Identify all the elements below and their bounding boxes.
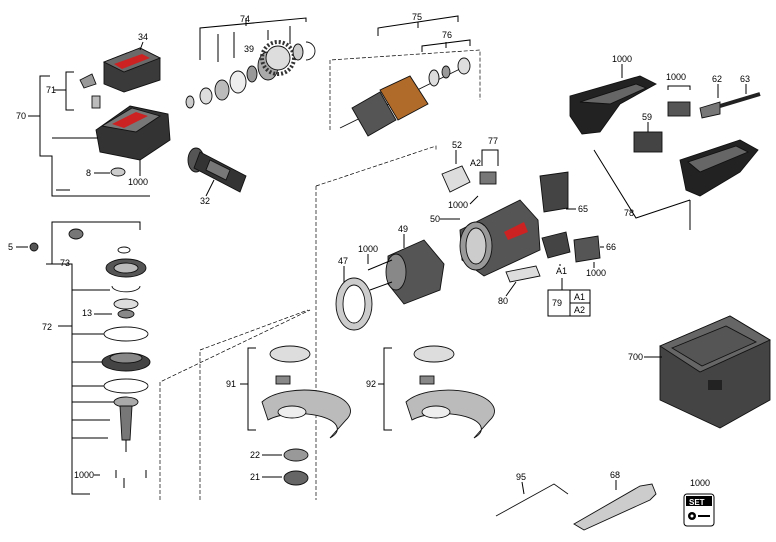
label-1000-top: 1000 [612, 54, 632, 64]
label-76: 76 [442, 30, 452, 40]
label-79: 79 [552, 298, 562, 308]
label-a2-box: A2 [574, 305, 585, 315]
label-sticker-part [505, 265, 541, 283]
label-13: 13 [82, 308, 92, 318]
label-73: 73 [60, 258, 70, 268]
label-71: 71 [46, 85, 56, 95]
label-70: 70 [16, 111, 26, 121]
label-700: 700 [628, 352, 643, 362]
label-32: 32 [200, 196, 210, 206]
label-1000-grip: 1000 [666, 72, 686, 82]
handle-housing-part [569, 75, 761, 197]
fan-baffle-part [335, 277, 373, 331]
stator-part [367, 239, 445, 305]
label-52: 52 [452, 140, 462, 150]
label-5: 5 [8, 242, 13, 252]
label-1000-brush: 1000 [586, 268, 606, 278]
label-72: 72 [42, 322, 52, 332]
set-text: SET [689, 498, 705, 507]
armature-part [339, 57, 471, 137]
hex-key-part [495, 483, 569, 517]
label-74: 74 [240, 14, 250, 24]
label-a1-top: A1 [556, 266, 567, 276]
label-21: 21 [250, 472, 260, 482]
guard-91-part [261, 345, 351, 439]
gear-housing-part [79, 73, 171, 161]
label-80: 80 [498, 296, 508, 306]
label-a1-box: A1 [574, 292, 585, 302]
label-1000-set: 1000 [690, 478, 710, 488]
label-75: 75 [412, 12, 422, 22]
label-a2-top: A2 [470, 158, 481, 168]
label-68: 68 [610, 470, 620, 480]
label-77: 77 [488, 136, 498, 146]
label-22: 22 [250, 450, 260, 460]
label-1000-bot: 1000 [74, 470, 94, 480]
label-8: 8 [86, 168, 91, 178]
label-65: 65 [578, 204, 588, 214]
carry-case-part [659, 315, 771, 429]
guard-92-part [405, 345, 495, 439]
label-49: 49 [398, 224, 408, 234]
label-63: 63 [740, 74, 750, 84]
label-47: 47 [338, 256, 348, 266]
label-39: 39 [244, 44, 254, 54]
label-59: 59 [642, 112, 652, 122]
label-91: 91 [226, 379, 236, 389]
battery-pack-part [102, 47, 162, 93]
spindle-assembly-part [68, 228, 151, 488]
spanner-wrench-part [573, 483, 657, 531]
inner-flange-part [283, 448, 309, 462]
label-1000-motor: 1000 [358, 244, 378, 254]
label-95: 95 [516, 472, 526, 482]
label-62: 62 [712, 74, 722, 84]
brush-holder-part [441, 165, 601, 263]
gear-set-part [185, 40, 316, 109]
label-1000-mid: 1000 [448, 200, 468, 210]
lock-nut-part [283, 470, 309, 486]
label-78: 78 [624, 208, 634, 218]
label-1000-left: 1000 [128, 177, 148, 187]
side-handle-part [187, 147, 247, 193]
label-50: 50 [430, 214, 440, 224]
label-34: 34 [138, 32, 148, 42]
label-66: 66 [606, 242, 616, 252]
screw-set-icon: SET [683, 493, 715, 527]
motor-housing-part [459, 199, 541, 277]
label-92: 92 [366, 379, 376, 389]
